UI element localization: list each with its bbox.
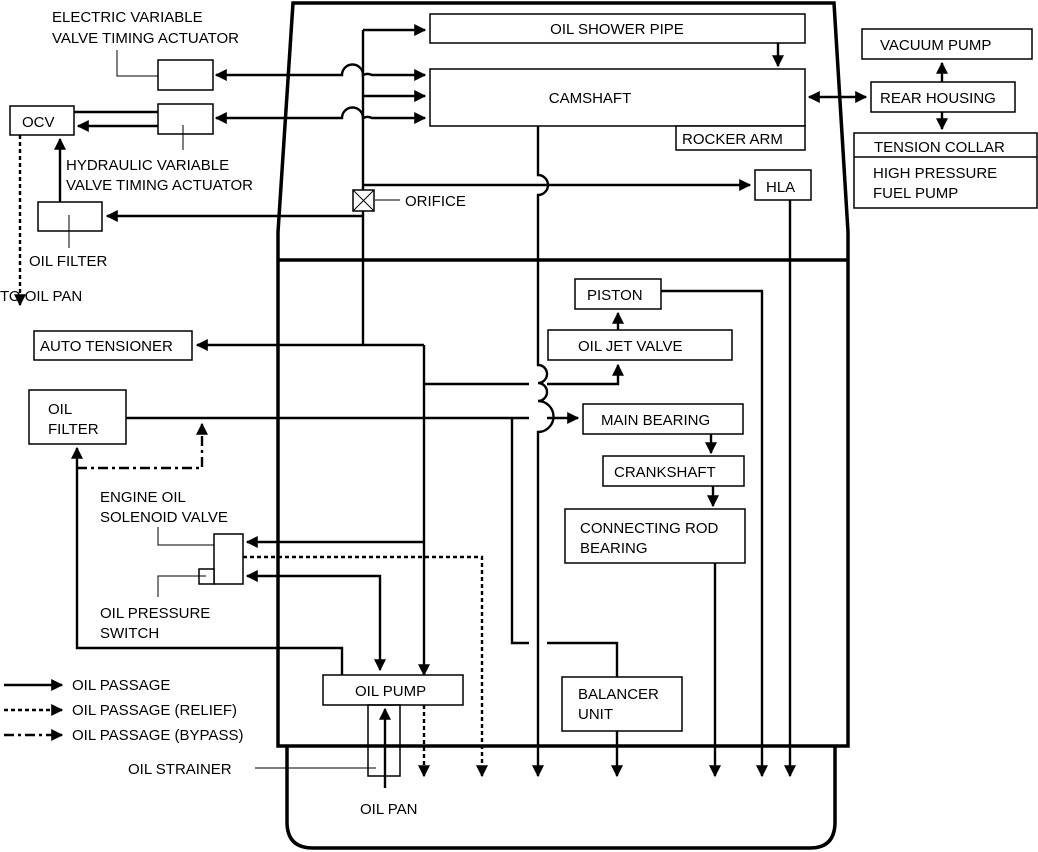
to-oil-pan-label: TO OIL PAN [0, 288, 82, 305]
balancer-label-1: BALANCER [578, 686, 659, 703]
rocker-arm-label: ROCKER ARM [682, 131, 783, 148]
fuel-pump-label-1: HIGH PRESSURE [873, 165, 997, 182]
hydraulic-vvt-actuator: HYDRAULIC VARIABLE VALVE TIMING ACTUATOR [66, 103, 253, 194]
oil-pump: OIL PUMP [322, 674, 464, 706]
orifice: ORIFICE [352, 189, 466, 212]
electric-vvt-actuator: ELECTRIC VARIABLE VALVE TIMING ACTUATOR [52, 9, 239, 91]
connecting-rod-bearing: CONNECTING ROD BEARING [564, 508, 746, 564]
camshaft: CAMSHAFT [429, 68, 806, 127]
auto-tensioner: AUTO TENSIONER [33, 330, 193, 361]
ocv: OCV [9, 105, 75, 136]
ocv-label: OCV [22, 114, 55, 131]
hydraulic-vvt-label-2: VALVE TIMING ACTUATOR [66, 177, 253, 194]
oil-pan-outline [285, 746, 837, 850]
oil-strainer-label: OIL STRAINER [128, 761, 232, 778]
legend: OIL PASSAGE OIL PASSAGE (RELIEF) OIL PAS… [4, 677, 243, 744]
oil-shower-pipe: OIL SHOWER PIPE [429, 13, 806, 44]
oil-filter-upper: OIL FILTER [29, 201, 108, 270]
hla: HLA [754, 169, 812, 201]
tension-collar-label: TENSION COLLAR [874, 139, 1005, 156]
vacuum-pump: VACUUM PUMP [861, 28, 1033, 60]
crankshaft-label: CRANKSHAFT [614, 464, 716, 481]
camshaft-label: CAMSHAFT [549, 90, 632, 107]
pressure-switch-label-1: OIL PRESSURE [100, 605, 210, 622]
orifice-label: ORIFICE [405, 193, 466, 210]
conrod-label-2: BEARING [580, 540, 648, 557]
oil-filter-lower: OIL FILTER [28, 389, 127, 445]
conrod-label-1: CONNECTING ROD [580, 520, 719, 537]
solenoid-label-1: ENGINE OIL [100, 489, 186, 506]
oil-jet-valve-label: OIL JET VALVE [578, 338, 683, 355]
rear-housing-label: REAR HOUSING [880, 90, 996, 107]
legend-oil-passage: OIL PASSAGE [72, 677, 170, 694]
auto-tensioner-label: AUTO TENSIONER [40, 338, 173, 355]
hydraulic-vvt-label-1: HYDRAULIC VARIABLE [66, 157, 229, 174]
engine-block-outline [276, 1, 850, 850]
oil-shower-pipe-label: OIL SHOWER PIPE [550, 21, 684, 38]
oil-pan-label: OIL PAN [360, 801, 418, 818]
tension-collar-fuel-pump: TENSION COLLAR HIGH PRESSURE FUEL PUMP [853, 132, 1038, 209]
pressure-switch-label-2: SWITCH [100, 625, 159, 642]
main-bearing: MAIN BEARING [582, 403, 744, 435]
oil-jet-valve: OIL JET VALVE [547, 329, 733, 361]
hla-label: HLA [766, 179, 795, 196]
oil-filter-upper-label: OIL FILTER [29, 253, 108, 270]
balancer-label-2: UNIT [578, 706, 613, 723]
rear-housing: REAR HOUSING [870, 81, 1016, 113]
vacuum-pump-label: VACUUM PUMP [880, 37, 991, 54]
oil-pump-label: OIL PUMP [355, 683, 426, 700]
main-bearing-label: MAIN BEARING [601, 412, 710, 429]
fuel-pump-label-2: FUEL PUMP [873, 185, 958, 202]
legend-relief: OIL PASSAGE (RELIEF) [72, 702, 237, 719]
electric-vvt-label-1: ELECTRIC VARIABLE [52, 9, 203, 26]
crankshaft: CRANKSHAFT [602, 455, 745, 487]
rocker-arm: ROCKER ARM [675, 125, 806, 151]
legend-bypass: OIL PASSAGE (BYPASS) [72, 727, 243, 744]
oil-filter-lower-label-2: FILTER [48, 421, 99, 438]
piston: PISTON [574, 278, 662, 310]
piston-label: PISTON [587, 287, 643, 304]
oil-filter-lower-label-1: OIL [48, 401, 72, 418]
electric-vvt-label-2: VALVE TIMING ACTUATOR [52, 30, 239, 47]
balancer-unit: BALANCER UNIT [561, 676, 683, 732]
solenoid-label-2: SOLENOID VALVE [100, 509, 228, 526]
